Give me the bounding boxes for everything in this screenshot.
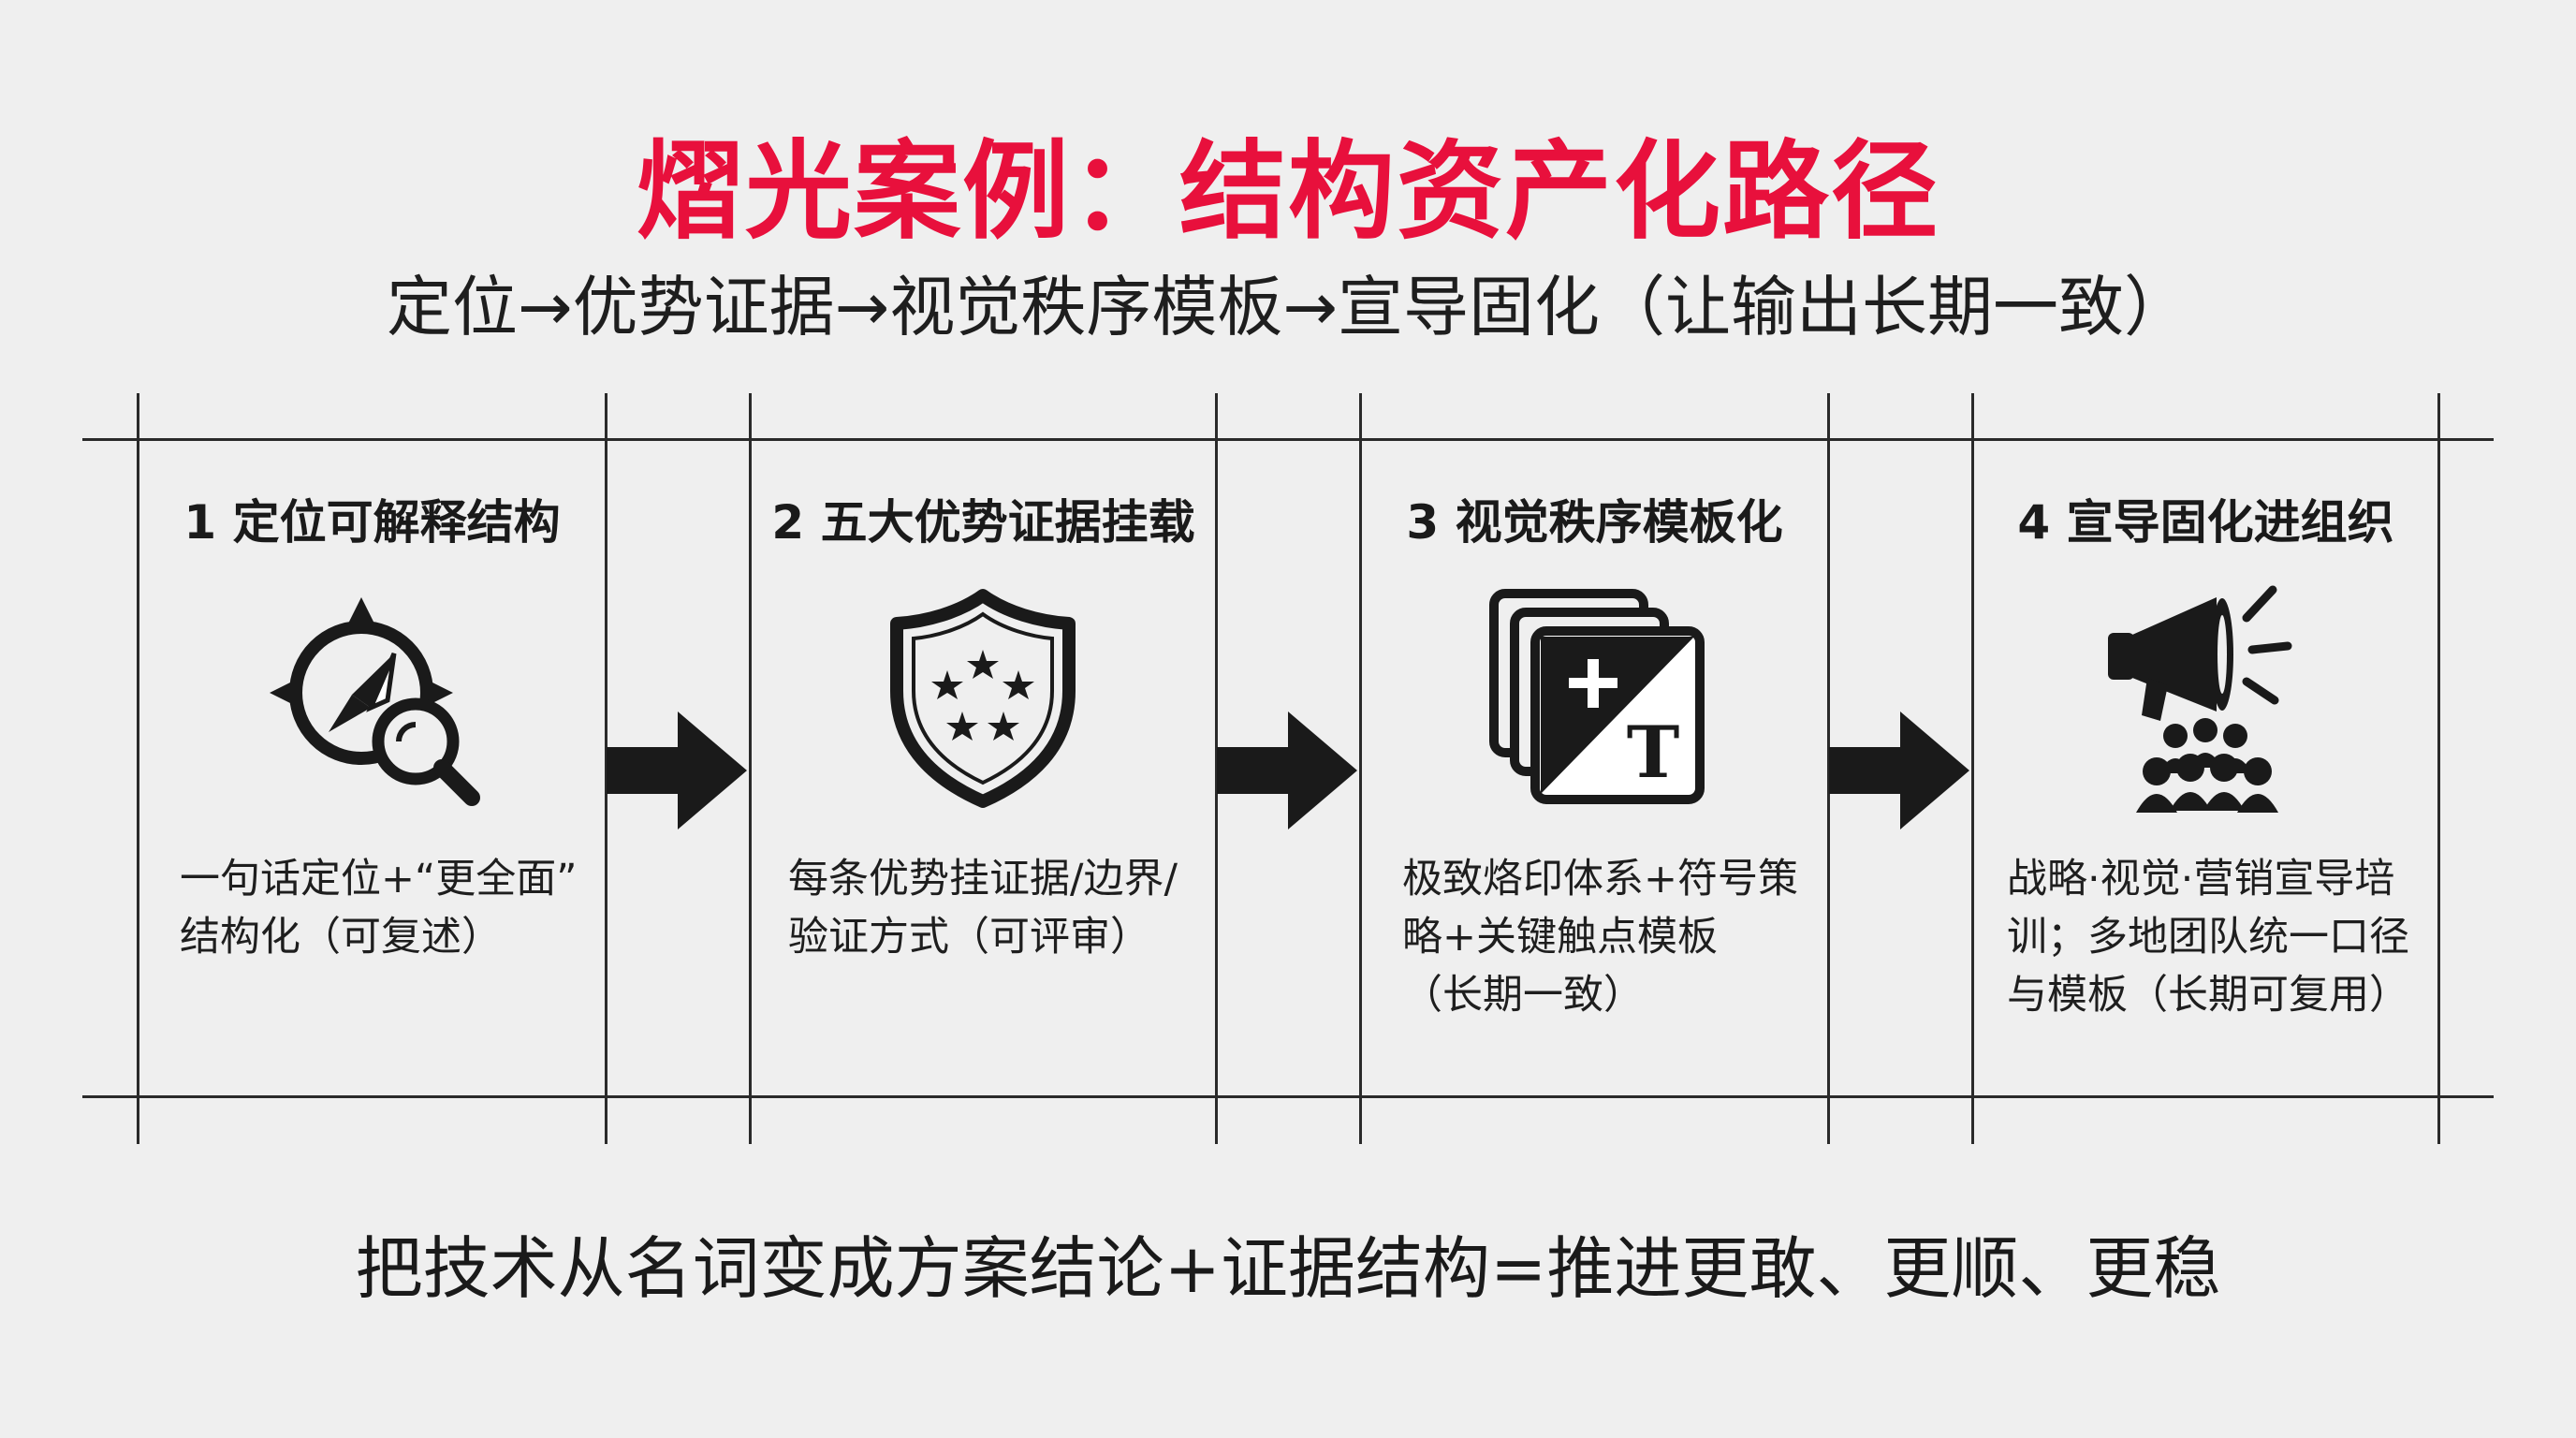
- arrow-right-icon: [607, 712, 747, 829]
- shield-stars-icon: [890, 589, 1076, 808]
- step-2-description: 每条优势挂证据/边界/ 验证方式（可评审）: [788, 856, 1178, 961]
- frame-top-line: [82, 438, 2494, 441]
- page-title: 熠光案例：结构资产化路径: [636, 129, 1939, 254]
- frame-bottom-line: [82, 1095, 2494, 1098]
- frame-vline-5: [1359, 393, 1362, 1144]
- frame-vline-6: [1827, 393, 1830, 1144]
- step-3-title: 3 视觉秩序模板化: [1406, 495, 1783, 550]
- frame-vline-4: [1215, 393, 1218, 1144]
- frame-vline-2: [605, 393, 607, 1144]
- footer-tagline: 把技术从名词变成方案结论+证据结构=推进更敢、更顺、更稳: [355, 1229, 2221, 1308]
- frame-vline-7: [1971, 393, 1974, 1144]
- arrow-right-icon: [1829, 712, 1969, 829]
- frame-vline-8: [2437, 393, 2440, 1144]
- step-4-description: 战略·视觉·营销宣导培 训；多地团队统一口径 与模板（长期可复用）: [2007, 856, 2409, 1019]
- step-2-title: 2 五大优势证据挂载: [771, 495, 1195, 550]
- svg-text:T: T: [1627, 711, 1680, 794]
- frame-vline-3: [749, 393, 752, 1144]
- step-3-description: 极致烙印体系+符号策 略+关键触点模板 （长期一致）: [1402, 856, 1799, 1019]
- step-4-title: 4 宣导固化进组织: [2017, 495, 2394, 550]
- compass-search-icon: [270, 597, 480, 806]
- template-cards-icon: T: [1489, 589, 1705, 804]
- step-1-description: 一句话定位+“更全面” 结构化（可复述）: [180, 856, 578, 961]
- frame-vline-1: [137, 393, 139, 1144]
- arrow-right-icon: [1217, 712, 1357, 829]
- megaphone-team-icon: [2108, 585, 2292, 813]
- step-1-title: 1 定位可解释结构: [183, 495, 561, 550]
- page-subtitle: 定位→优势证据→视觉秩序模板→宣导固化（让输出长期一致）: [387, 269, 2189, 345]
